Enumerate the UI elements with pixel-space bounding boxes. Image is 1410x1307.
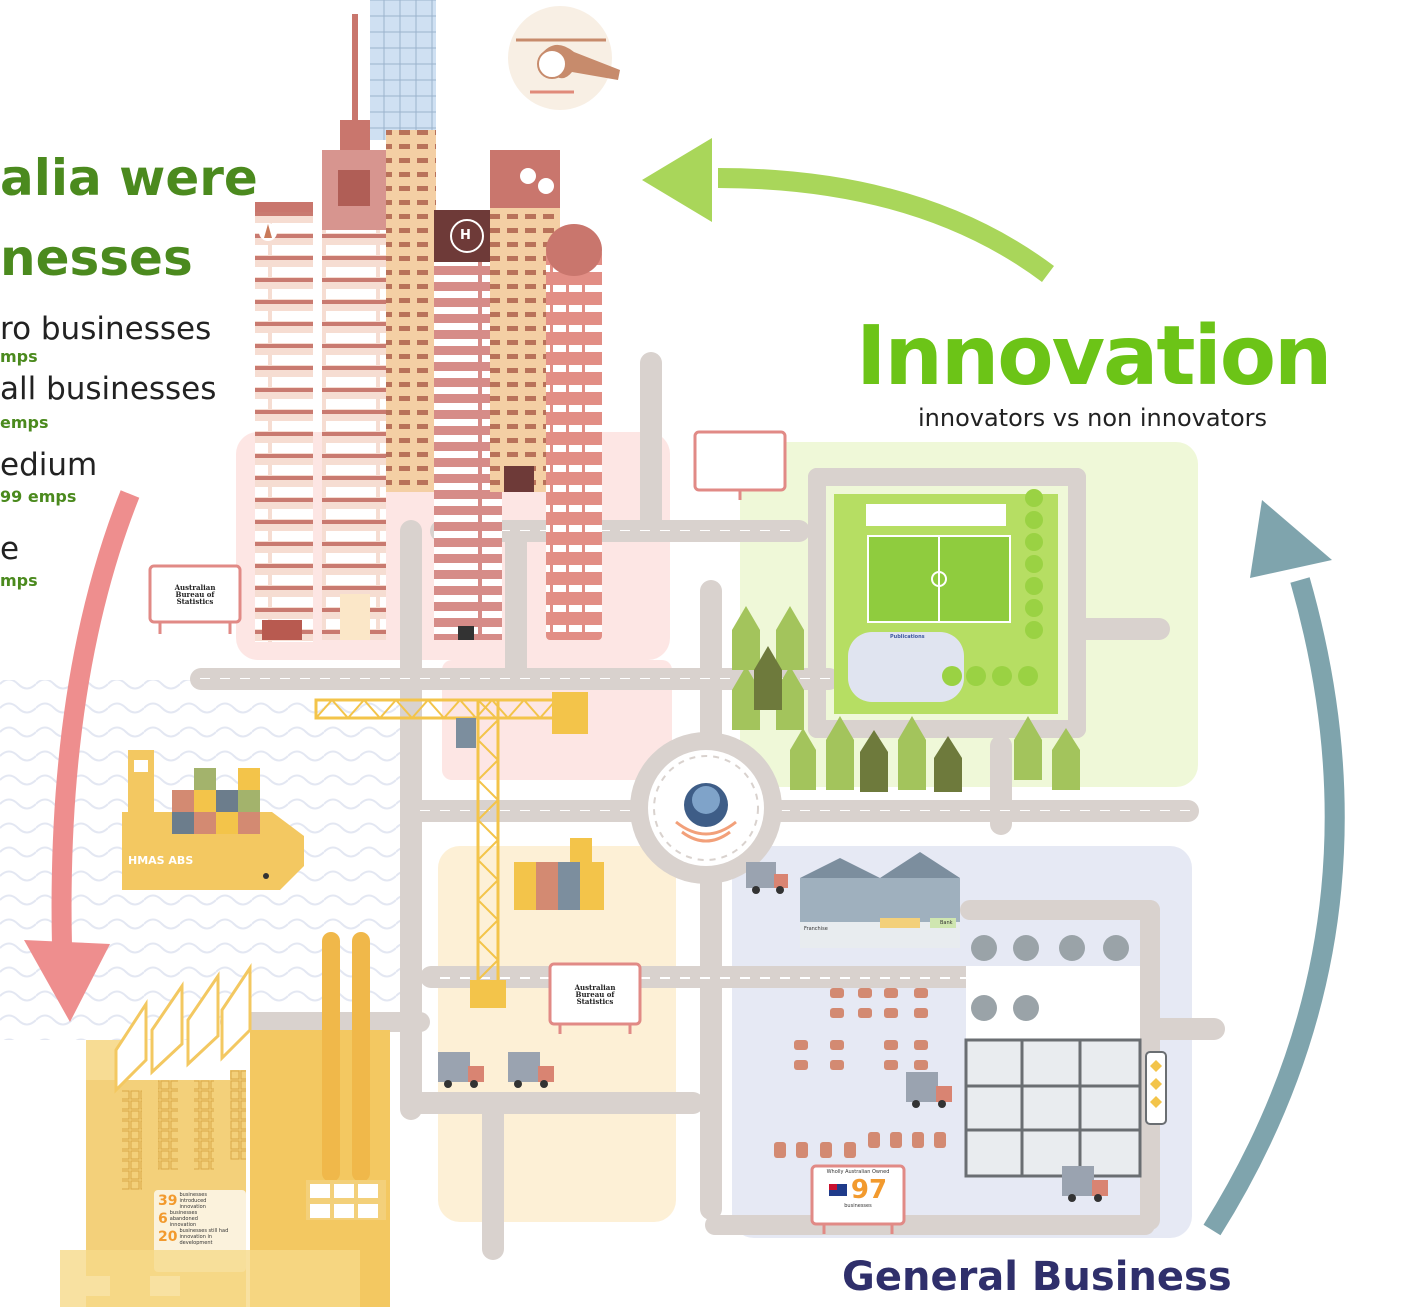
ship-name: HMAS ABS bbox=[128, 854, 194, 867]
abs-billboard-line-2: Bureau of bbox=[175, 589, 215, 599]
roundabout bbox=[630, 732, 782, 884]
shop-sign-franchise: Franchise bbox=[804, 926, 828, 932]
australian-flag-icon bbox=[828, 1184, 847, 1196]
business-size-large-emps: mps bbox=[0, 571, 38, 590]
abs-billboard-centre: Australian Bureau of Statistics bbox=[550, 964, 640, 1024]
park-trees bbox=[942, 489, 1043, 686]
billboards bbox=[148, 430, 906, 1234]
innovation-subtitle: innovators vs non innovators bbox=[918, 404, 1267, 432]
factory-stat-in-development: 20 businesses still had innovation in de… bbox=[158, 1228, 229, 1246]
cargo-ship bbox=[122, 750, 304, 890]
container-stack bbox=[514, 838, 604, 910]
factory-stats-panel: 39 businesses introduced innovation 6 bu… bbox=[158, 1192, 248, 1246]
shopping-mall bbox=[964, 935, 1167, 1178]
innovation-title: Innovation bbox=[856, 309, 1332, 404]
business-size-arrow bbox=[24, 490, 140, 1022]
abs-billboard-centre-line-2: Bureau of bbox=[575, 989, 615, 999]
abs-billboard-centre-line-1: Australian bbox=[574, 982, 616, 992]
shop-sign-bank: Bank bbox=[940, 920, 953, 926]
business-size-medium: edium bbox=[0, 447, 98, 483]
city-towers bbox=[255, 0, 602, 642]
construction-crane bbox=[314, 692, 588, 1008]
business-size-small: all businesses bbox=[0, 371, 217, 407]
sports-field bbox=[834, 494, 1058, 714]
headline-line-1: alia were bbox=[0, 149, 258, 207]
factory bbox=[60, 932, 390, 1307]
business-size-large: e bbox=[0, 531, 20, 567]
headline-line-2: nesses bbox=[0, 229, 193, 287]
market-billboard: Wholly Australian Owned 97 businesses bbox=[812, 1166, 904, 1224]
factory-stat-introduced: 39 businesses introduced innovation bbox=[158, 1192, 207, 1210]
helicopter-icon bbox=[508, 6, 620, 110]
innovation-arrow bbox=[642, 138, 1054, 283]
market-billboard-unit: businesses bbox=[844, 1203, 872, 1209]
abs-billboard-left: Australian Bureau of Statistics bbox=[150, 566, 240, 622]
abs-billboard-line-1: Australian bbox=[174, 582, 216, 592]
business-size-small-emps: emps bbox=[0, 413, 49, 432]
market-billboard-value: 97 bbox=[850, 1175, 888, 1205]
publications-sign: Publications bbox=[890, 634, 925, 640]
green-houses bbox=[732, 606, 1080, 792]
helipad-h-icon: H bbox=[460, 228, 471, 243]
general-business-arrow bbox=[1203, 500, 1345, 1236]
shop-row bbox=[800, 852, 960, 948]
abs-billboard-centre-line-3: Statistics bbox=[576, 996, 614, 1006]
business-size-medium-emps: 99 emps bbox=[0, 487, 77, 506]
parking-cars bbox=[774, 988, 946, 1158]
delivery-truck-icon bbox=[438, 862, 1108, 1202]
market-billboard-caption: Wholly Australian Owned bbox=[826, 1169, 890, 1175]
road-markings bbox=[200, 530, 1194, 979]
abs-billboard-line-3: Statistics bbox=[176, 596, 214, 606]
business-size-micro: ro businesses bbox=[0, 311, 212, 347]
business-size-micro-emps: mps bbox=[0, 347, 38, 366]
factory-stat-abandoned: 6 businesses abandoned innovation bbox=[158, 1210, 198, 1228]
general-business-title: General Business bbox=[842, 1254, 1232, 1300]
